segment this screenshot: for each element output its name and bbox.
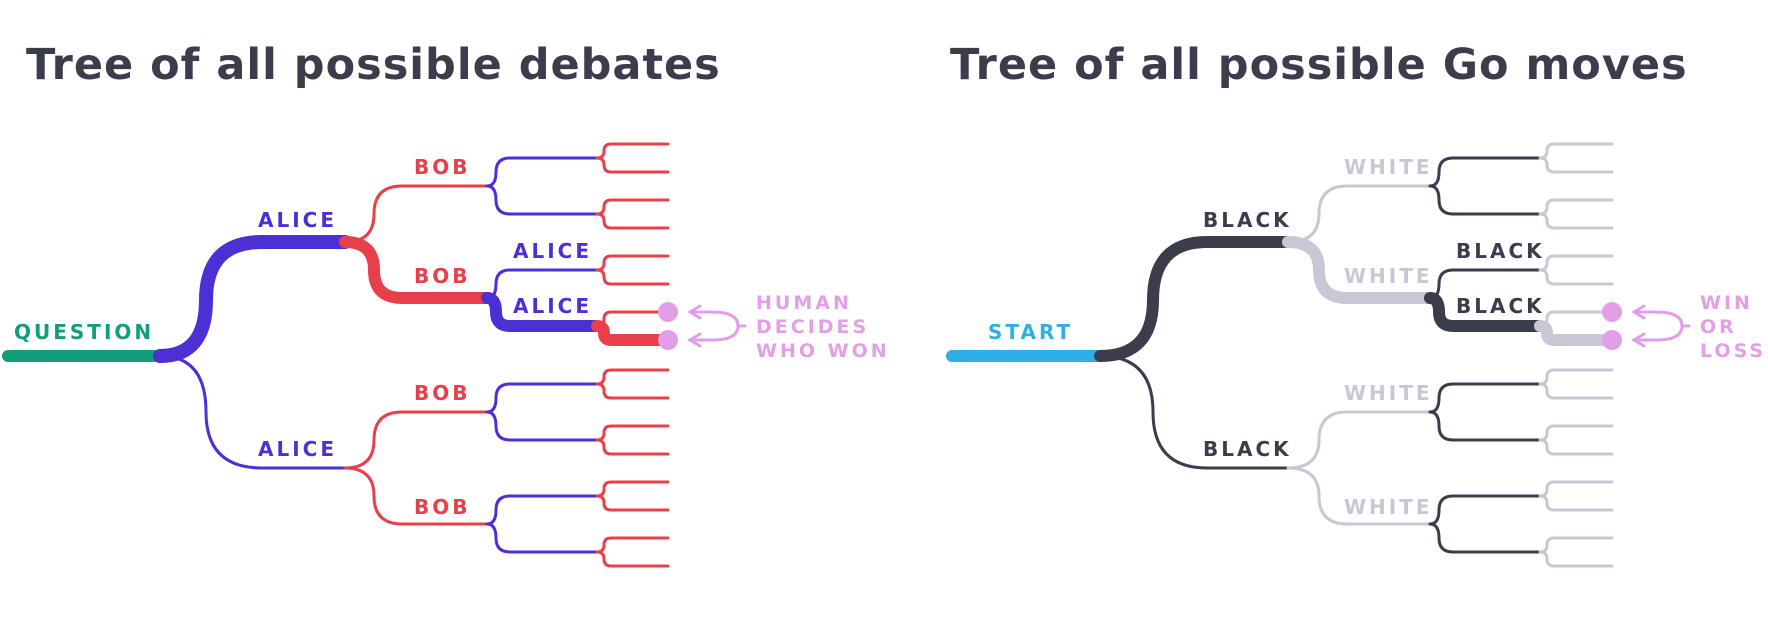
debate-tree (2, 142, 747, 568)
white-label-2: WHITE (1344, 264, 1433, 288)
annotation-line-2: DECIDES (756, 316, 869, 338)
alice-branch-bottom (158, 354, 347, 470)
debate-tree-title: Tree of all possible debates (26, 40, 721, 90)
go-annotation-line-3: LOSS (1700, 340, 1766, 362)
bob-label-3: BOB (414, 381, 471, 405)
black-label-top: BLACK (1203, 208, 1292, 232)
bob-branch-1 (343, 184, 489, 244)
white-label-4: WHITE (1344, 495, 1433, 519)
go-tree-title: Tree of all possible Go moves (950, 40, 1688, 90)
start-label: START (988, 320, 1073, 344)
alice-label-top: ALICE (258, 208, 337, 232)
alice3-4b (485, 522, 599, 554)
bob-label-1: BOB (414, 155, 471, 179)
go-labels: START BLACK BLACK WHITE WHITE WHITE WHIT… (988, 155, 1766, 519)
alice3-label-1: ALICE (513, 239, 592, 263)
go-endpoint-2 (1602, 330, 1622, 350)
alice-label-bottom: ALICE (258, 437, 337, 461)
leaf-endpoint-1 (658, 302, 678, 322)
bob-branch-4 (343, 466, 489, 526)
bob-branch-2 (339, 236, 493, 304)
annotation-arrows (687, 304, 747, 348)
leaf-endpoint-2 (658, 330, 678, 350)
alice3-1a (485, 156, 599, 188)
alice3-4a (485, 494, 599, 526)
alice3-3b (485, 410, 599, 442)
go-tree (946, 142, 1691, 568)
white-leaf-highlight (1534, 320, 1618, 346)
annotation-line-1: HUMAN (756, 292, 852, 314)
annotation-line-3: WHO WON (756, 340, 890, 362)
alice-branch-top (153, 235, 352, 363)
white-branch-1 (1286, 184, 1432, 244)
white-branch-4 (1286, 466, 1432, 526)
black-branch-bottom (1098, 354, 1290, 470)
bob-leaf-highlight (591, 320, 674, 346)
debate-labels: QUESTION ALICE ALICE BOB BOB BOB BOB ALI… (14, 155, 890, 519)
white-label-3: WHITE (1344, 381, 1433, 405)
white-leaves (1538, 142, 1614, 568)
black3-label-1: BLACK (1456, 239, 1545, 263)
bob-label-2: BOB (414, 264, 471, 288)
black3-label-2: BLACK (1456, 294, 1545, 318)
go-annotation-arrows (1631, 304, 1691, 348)
go-annotation-line-2: OR (1700, 316, 1737, 338)
go-annotation-line-1: WIN (1700, 292, 1753, 314)
white-branch-3 (1286, 410, 1432, 470)
alice3-3a (485, 382, 599, 414)
alice3-label-2: ALICE (513, 294, 592, 318)
alice3-1b (485, 184, 599, 216)
white-label-1: WHITE (1344, 155, 1433, 179)
bob-label-4: BOB (414, 495, 471, 519)
go-endpoint-1 (1602, 302, 1622, 322)
question-label: QUESTION (14, 320, 154, 344)
white-branch-2 (1282, 236, 1436, 304)
alice3-2b (481, 292, 603, 332)
black-label-bottom: BLACK (1203, 437, 1292, 461)
bob-leaves (595, 142, 670, 568)
black-branch-top (1094, 236, 1294, 362)
bob-branch-3 (343, 410, 489, 470)
